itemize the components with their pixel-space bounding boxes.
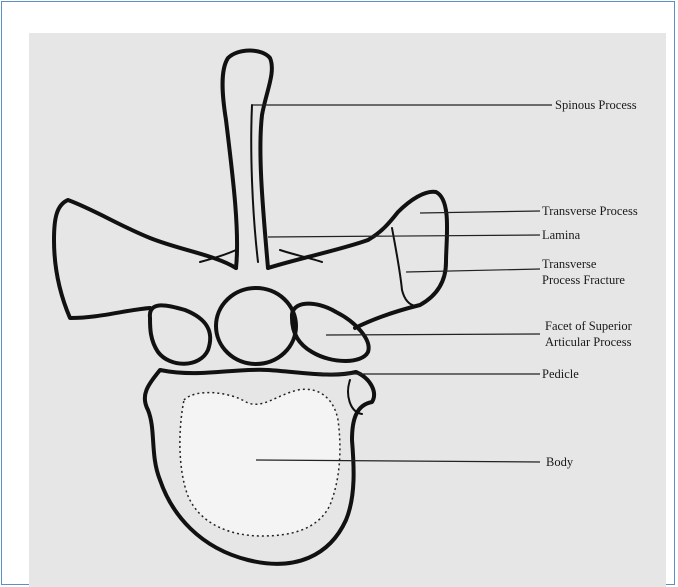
lamina-leader bbox=[268, 235, 540, 237]
label-spinous-process: Spinous Process bbox=[555, 98, 637, 112]
body-inner-shape bbox=[180, 389, 340, 536]
label-transverse-fracture-line1: Transverse bbox=[542, 257, 597, 271]
facet-leader bbox=[326, 334, 540, 335]
label-transverse-process: Transverse Process bbox=[542, 204, 638, 218]
spinous-process-shape bbox=[223, 51, 272, 269]
label-lamina: Lamina bbox=[542, 228, 581, 242]
spinous-inner-line bbox=[251, 105, 258, 262]
label-transverse-fracture-line2: Process Fracture bbox=[542, 273, 625, 287]
left-facet-shape bbox=[150, 305, 210, 363]
right-facet-shape bbox=[292, 304, 369, 361]
transverse-leader bbox=[420, 211, 540, 213]
fracture-leader bbox=[406, 269, 540, 272]
fracture-line-shape bbox=[392, 228, 416, 306]
label-facet-line2: Articular Process bbox=[545, 335, 632, 349]
label-body: Body bbox=[546, 455, 574, 469]
label-facet-line1: Facet of Superior bbox=[545, 319, 633, 333]
label-pedicle: Pedicle bbox=[542, 367, 579, 381]
spinal-canal-shape bbox=[216, 288, 296, 364]
